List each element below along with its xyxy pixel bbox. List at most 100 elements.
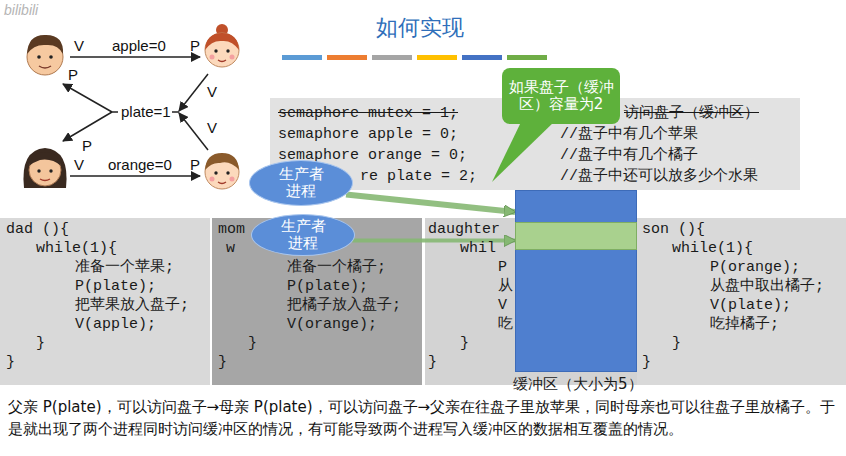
eye xyxy=(226,171,229,174)
mouth xyxy=(218,60,226,62)
callout-tail xyxy=(492,120,556,182)
code-line: semaphore mutex = 1; xyxy=(278,104,458,123)
code-line: 准备一个苹果; xyxy=(75,258,174,277)
callout-text: 如果盘子（缓冲区）容量为2 xyxy=(508,79,614,113)
code-line: dad (){ xyxy=(6,220,69,239)
son-icon xyxy=(205,153,239,189)
code-line: while(1){ xyxy=(672,239,753,258)
title-bar xyxy=(327,55,367,60)
caption: 父亲 P(plate)，可以访问盘子→母亲 P(plate)，可以访问盘子→父亲… xyxy=(8,396,840,440)
slide-title: 如何实现 xyxy=(340,14,500,42)
code-line: P xyxy=(498,258,507,277)
title-bar xyxy=(507,55,547,60)
semaphore-label: V xyxy=(74,38,84,54)
process-name: 生产者进程 xyxy=(277,166,325,200)
code-line: 把橘子放入盘子; xyxy=(287,296,401,315)
code-line: V(orange); xyxy=(287,315,377,334)
relation-line xyxy=(112,111,118,113)
code-line: 吃 xyxy=(498,315,513,334)
code-line: P(orange); xyxy=(710,258,800,277)
code-line: } xyxy=(428,353,437,372)
code-line: P(plate); xyxy=(75,277,156,296)
relation-arrow xyxy=(63,112,112,141)
code-line: semaphore apple = 0; xyxy=(278,125,458,144)
semaphore-label: plate=1 xyxy=(121,104,171,120)
process-ellipse: 生产者进程 xyxy=(249,160,353,206)
cheek xyxy=(230,55,235,60)
code-line: re plate = 2; xyxy=(360,167,477,186)
code-line: //盘子中有几个苹果 xyxy=(560,125,698,144)
hair xyxy=(205,33,239,50)
code-line: daughter xyxy=(428,220,500,239)
process-ellipse: 生产者进程 xyxy=(251,214,355,256)
code-line: 访问盘子（缓冲区） xyxy=(624,104,759,123)
relation-arrow xyxy=(179,74,208,111)
code-line: 从盘中取出橘子; xyxy=(710,277,824,296)
code-panel: son (){while(1){P(orange);从盘中取出橘子;V(plat… xyxy=(637,218,846,385)
code-line: 吃掉橘子; xyxy=(710,315,779,334)
buffer-slot xyxy=(515,222,637,250)
code-line: } xyxy=(672,334,681,353)
code-line: } xyxy=(460,334,469,353)
code-line: whil xyxy=(460,239,496,258)
eye xyxy=(49,169,52,172)
watermark: bilibili xyxy=(4,2,38,18)
eye xyxy=(214,171,217,174)
semaphore-label: P xyxy=(190,38,200,54)
title-bar xyxy=(282,55,322,60)
code-panel-ground xyxy=(212,218,422,385)
process-name: 生产者进程 xyxy=(279,218,327,252)
semaphore-label: V xyxy=(74,157,84,173)
mouth xyxy=(39,66,51,68)
semaphore-label: P xyxy=(68,67,78,83)
cheek xyxy=(230,177,235,182)
hair-fringe xyxy=(29,152,61,166)
eye xyxy=(214,49,217,52)
daughter-icon xyxy=(205,24,239,67)
cheek xyxy=(210,177,215,182)
callout-bubble: 如果盘子（缓冲区）容量为2 xyxy=(502,68,620,124)
hair xyxy=(23,148,66,188)
father-icon xyxy=(27,35,63,75)
code-line: P(plate); xyxy=(287,277,368,296)
code-line: } xyxy=(218,353,227,372)
data-flow-arrow xyxy=(346,195,515,213)
cheek xyxy=(210,55,215,60)
semaphore-label: V xyxy=(207,84,217,100)
code-line: } xyxy=(642,353,651,372)
buffer-block: 缓冲区（大小为5） xyxy=(515,190,637,372)
code-line: while(1){ xyxy=(36,239,117,258)
buffer-label: 缓冲区（大小为5） xyxy=(513,376,643,393)
code-panel: dad (){while(1){准备一个苹果;P(plate);把苹果放入盘子;… xyxy=(0,218,210,385)
title-bar xyxy=(372,55,412,60)
semaphore-label: P xyxy=(82,138,92,154)
code-line: 把苹果放入盘子; xyxy=(75,296,189,315)
title-bar xyxy=(462,55,502,60)
code-line: w xyxy=(226,239,235,258)
eye xyxy=(37,55,41,59)
code-line: //盘子中还可以放多少个水果 xyxy=(560,167,758,186)
code-line: mom xyxy=(218,220,245,239)
code-line: V(apple); xyxy=(75,315,156,334)
code-line: } xyxy=(6,353,15,372)
code-line: V(plate); xyxy=(710,296,791,315)
semaphore-label: P xyxy=(190,157,200,173)
mouth xyxy=(40,179,50,181)
mouth xyxy=(218,182,226,184)
mother-icon xyxy=(23,148,66,188)
code-line: //盘子中有几个橘子 xyxy=(560,146,698,165)
face xyxy=(205,33,239,67)
hair xyxy=(27,35,63,54)
eye xyxy=(49,55,53,59)
title-bar xyxy=(417,55,457,60)
eye xyxy=(226,49,229,52)
relation-arrow xyxy=(70,56,200,58)
code-line: 准备一个橘子; xyxy=(287,258,386,277)
code-panel-ground xyxy=(637,218,846,385)
relation-arrow xyxy=(63,84,112,112)
semaphore-label: V xyxy=(207,120,217,136)
eye xyxy=(37,169,40,172)
code-line: son (){ xyxy=(642,220,705,239)
